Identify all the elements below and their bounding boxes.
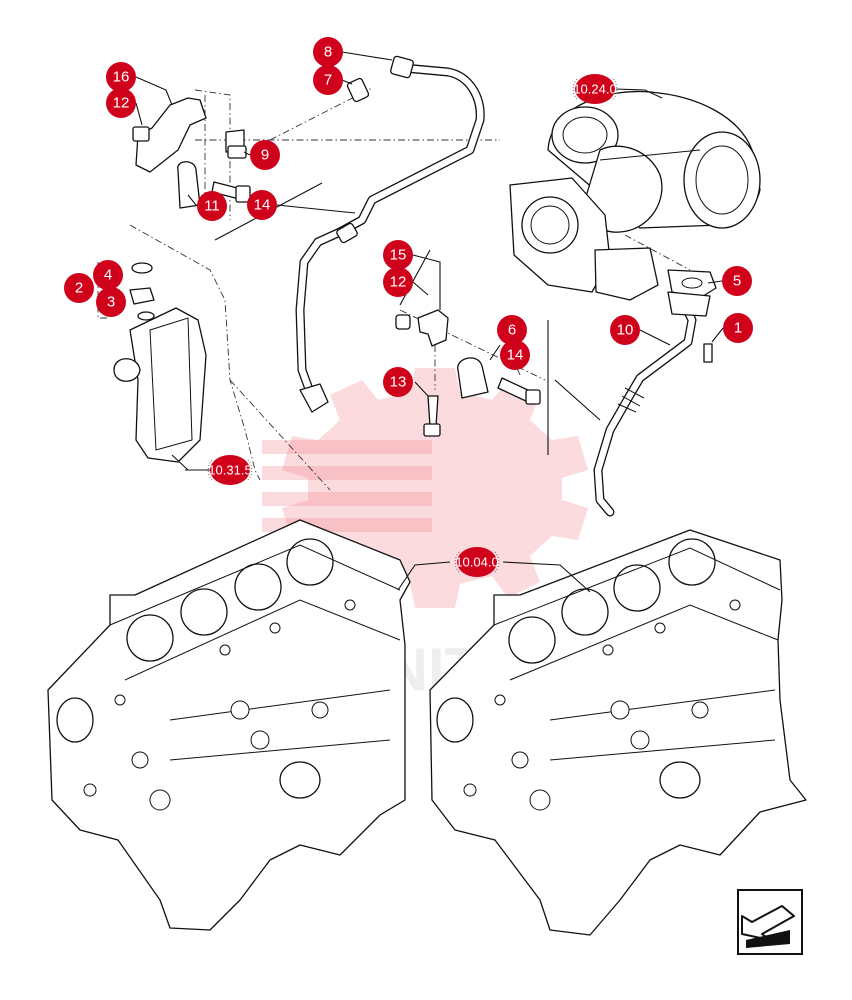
callout-5[interactable]: 5	[722, 266, 752, 296]
callout-1[interactable]: 1	[723, 313, 753, 343]
reference-10-31-5[interactable]: 10.31.5	[207, 455, 253, 485]
oil-feed-pipe	[295, 55, 485, 413]
reference-label: 10.24.0	[573, 82, 616, 97]
callout-7[interactable]: 7	[313, 65, 343, 95]
callout-4[interactable]: 4	[93, 260, 123, 290]
leader-lines	[99, 51, 724, 593]
engine-block-right	[429, 529, 807, 936]
callout-10[interactable]: 10	[610, 315, 640, 345]
callout-16[interactable]: 16	[106, 62, 136, 92]
callout-11[interactable]: 11	[197, 191, 227, 221]
callout-label: 7	[324, 72, 332, 89]
callout-label: 4	[104, 267, 112, 284]
callout-6[interactable]: 6	[497, 315, 527, 345]
turbocharger	[509, 90, 761, 301]
next-page-arrow-icon[interactable]	[737, 889, 803, 955]
callout-label: 2	[75, 280, 83, 297]
callout-14-upper[interactable]: 14	[247, 190, 277, 220]
callout-label: 5	[733, 273, 741, 290]
engine-block-left	[47, 519, 411, 931]
callout-label: 14	[254, 197, 271, 214]
callout-14-lower[interactable]: 14	[500, 340, 530, 370]
callout-12-lower[interactable]: 12	[383, 267, 413, 297]
reference-10-04-0[interactable]: 10.04.0	[454, 547, 500, 577]
callout-label: 13	[390, 374, 407, 391]
callout-label: 11	[204, 198, 220, 215]
callout-12-upper[interactable]: 12	[106, 88, 136, 118]
callout-2[interactable]: 2	[64, 273, 94, 303]
gasket	[667, 269, 717, 299]
callout-label: 3	[107, 294, 115, 311]
callout-label: 10	[617, 322, 634, 339]
callout-label: 12	[113, 95, 130, 112]
callout-label: 15	[390, 247, 407, 264]
callout-9[interactable]: 9	[250, 140, 280, 170]
reference-10-24-0[interactable]: 10.24.0	[572, 74, 618, 104]
callout-label: 16	[113, 69, 130, 86]
callout-label: 9	[261, 147, 269, 164]
callout-label: 6	[508, 322, 516, 339]
reference-label: 10.31.5	[208, 463, 251, 478]
callout-label: 14	[507, 347, 524, 364]
small-parts	[113, 77, 713, 463]
callout-label: 12	[390, 274, 407, 291]
callout-13[interactable]: 13	[383, 367, 413, 397]
callout-8[interactable]: 8	[313, 37, 343, 67]
callout-label: 1	[734, 320, 742, 337]
oil-return-pipe	[593, 291, 711, 517]
callout-3[interactable]: 3	[96, 287, 126, 317]
callout-15[interactable]: 15	[383, 240, 413, 270]
reference-label: 10.04.0	[455, 555, 498, 570]
callout-label: 8	[324, 44, 332, 61]
